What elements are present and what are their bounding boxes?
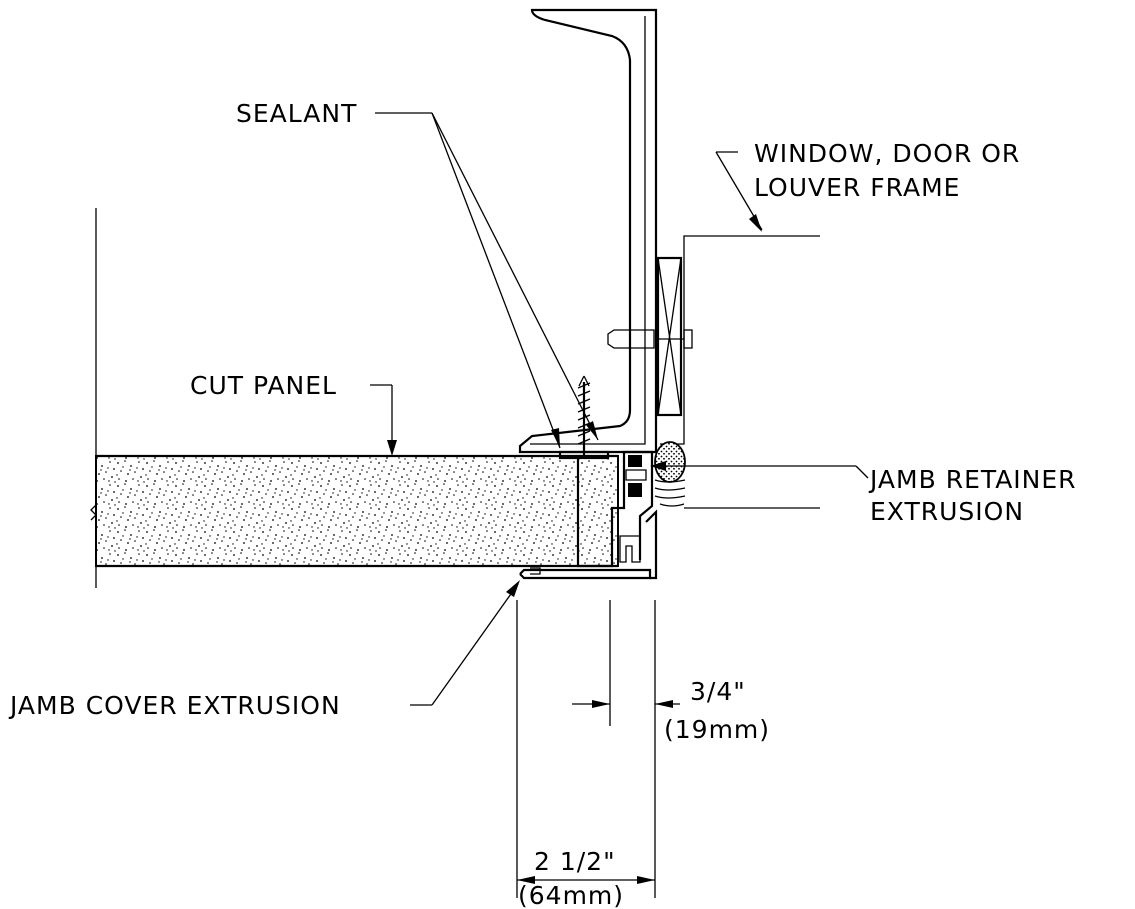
dim-small-metric: (19mm) (664, 715, 770, 744)
screw-washer (558, 450, 610, 460)
dim-large-metric: (64mm) (518, 881, 624, 909)
retainer-gasket-top (628, 455, 642, 467)
dim-small-imperial: 3/4" (690, 677, 746, 706)
wood-nailer (656, 256, 683, 417)
sealant-bead (654, 441, 686, 507)
sealant-lines (654, 479, 686, 507)
window-frame-callout (715, 151, 763, 232)
sealant-bead-shape (654, 441, 686, 483)
steel-channel-inner (530, 16, 646, 445)
anchor-bolt (607, 329, 693, 349)
retainer-callout (650, 461, 869, 479)
screw-tip (578, 375, 590, 387)
label-cover: JAMB COVER EXTRUSION (8, 691, 341, 720)
sealant-callout (375, 112, 599, 449)
bolt-nut (683, 329, 693, 349)
jamb-cover-extrusion (519, 509, 658, 580)
cover-callout (410, 580, 520, 706)
label-sealant: SEALANT (236, 99, 357, 128)
jamb-retainer-extrusion (576, 450, 654, 568)
label-cut-panel: CUT PANEL (190, 371, 337, 400)
cut-panel (90, 454, 619, 568)
cut-panel-core (95, 455, 619, 567)
nailer-cross-line (657, 257, 682, 416)
cut-panel-callout (370, 384, 397, 456)
label-frame-line1: WINDOW, DOOR OR (754, 139, 1020, 168)
dimension-two-and-half (516, 600, 655, 898)
dimension-three-quarter (572, 600, 680, 898)
label-retainer-line2: EXTRUSION (870, 497, 1024, 526)
steel-channel (518, 8, 658, 454)
label-retainer-line1: JAMB RETAINER (868, 465, 1077, 494)
screw-threads (577, 382, 591, 445)
dim-large-imperial: 2 1/2" (534, 847, 616, 876)
retainer-gasket-bottom (628, 483, 642, 497)
label-frame-line2: LOUVER FRAME (754, 173, 960, 202)
bolt-shank (607, 329, 655, 349)
wood-nailer-outline (656, 256, 683, 417)
screw-fastener (558, 375, 610, 460)
panel-break-mark (90, 504, 97, 521)
